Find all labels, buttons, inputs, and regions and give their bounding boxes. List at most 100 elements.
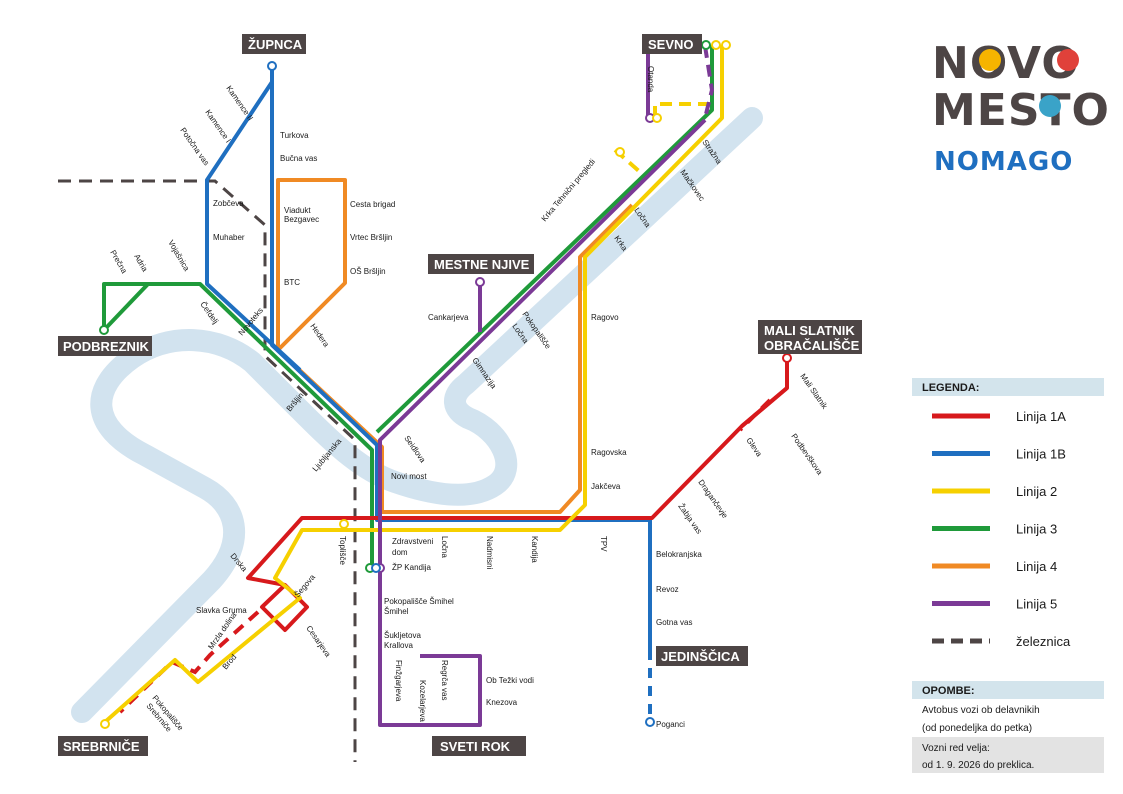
stop-os-bresljin: OŠ Bršljin xyxy=(350,267,386,276)
stop-ledava: Ločna xyxy=(440,536,449,558)
legend-title: LEGENDA: xyxy=(922,382,979,394)
stop-adria: Adria xyxy=(132,253,149,274)
stop-belokranjska: Belokranjska xyxy=(656,550,702,559)
terminal-zupnca: ŽUPNCA xyxy=(248,37,303,52)
notes-line-4: od 1. 9. 2026 do preklica. xyxy=(922,760,1034,771)
line-3-route xyxy=(102,45,714,570)
legend-header xyxy=(912,378,1104,396)
stop-btc: BTC xyxy=(284,278,300,287)
stop-muhaber: Muhaber xyxy=(213,233,245,242)
legend-item: Linija 5 xyxy=(932,597,1057,612)
terminal-mali-slatnik: MALI SLATNIK xyxy=(764,323,855,338)
terminal-sevno: SEVNO xyxy=(648,37,694,52)
legend-item: Linija 3 xyxy=(932,522,1057,537)
stop-krka-tehnicni: Krka Tehnični pregledi xyxy=(540,157,598,223)
stop-cesarjeva: Cesarjeva xyxy=(304,624,332,659)
stop-viadukt: Viadukt xyxy=(284,206,311,215)
logo-word-novo: NOVO xyxy=(932,38,1080,89)
stop-vojasnica: Vojašnica xyxy=(166,239,191,274)
stop-pokopalisce-smihel: Pokopališče Šmihel xyxy=(384,597,454,606)
legend-item: Linija 1A xyxy=(932,409,1066,424)
line-1a-dashed xyxy=(118,398,772,714)
stop-bucna-vas: Bučna vas xyxy=(280,154,317,163)
logo-horse-icon xyxy=(979,49,1001,71)
stop-knezova: Knezova xyxy=(486,698,518,707)
stop-brod: Brod xyxy=(221,653,239,672)
stop-podbevskova: Podbevškova xyxy=(789,432,824,477)
legend-item: Linija 1B xyxy=(932,447,1066,462)
terminal-sveti-rok: SVETI ROK xyxy=(440,739,511,754)
stop-slavka-gruma: Slavka Gruma xyxy=(196,606,247,615)
logo-heart-icon xyxy=(1057,49,1079,71)
stop-zdravstveni-dom: Zdravstveni xyxy=(392,537,434,546)
stop-gotna-vas: Gotna vas xyxy=(656,618,692,627)
novo-mesto-logo: NOVO MESTO NOMAGO xyxy=(932,38,1110,177)
line-2-route xyxy=(103,45,724,724)
notes-line-1: Avtobus vozi ob delavnikih xyxy=(922,705,1040,716)
legend-label: železnica xyxy=(1016,634,1071,649)
stop-precna: Prečna xyxy=(108,249,129,276)
line-5-dashed xyxy=(703,45,715,119)
stop-kandija: Kandija xyxy=(530,536,539,563)
stop-cankarjeva: Cankarjeva xyxy=(428,313,469,322)
stop-sukljetova: Šukljetova xyxy=(384,631,421,640)
stop-cegelj: Čefdelj xyxy=(198,300,220,326)
stop-ragovska: Ragovska xyxy=(591,448,627,457)
notes-line-3: Vozni red velja: xyxy=(922,743,990,754)
terminal-dots xyxy=(99,40,792,729)
logo-leaf-icon xyxy=(1039,95,1061,117)
legend-label: Linija 1B xyxy=(1016,447,1066,462)
stop-zdravstveni-dom-2: dom xyxy=(392,548,408,557)
stop-jakceva: Jakčeva xyxy=(591,482,621,491)
stop-kozelarjeva: Kozelarjeva xyxy=(418,680,427,722)
stop-sukljetova-2: Krallova xyxy=(384,641,413,650)
terminal-podbreznik: PODBREZNIK xyxy=(63,339,150,354)
stop-labels: Turkova Bučna vas Viadukt Bezgavec Cesta… xyxy=(196,131,702,729)
stop-revoz: Revoz xyxy=(656,585,679,594)
stop-potocna-vas: Potočna vas xyxy=(178,126,211,167)
logo-word-mesto: MESTO xyxy=(932,85,1110,136)
legend-label: Linija 1A xyxy=(1016,409,1066,424)
river-krka xyxy=(71,107,763,723)
stop-ragovo: Ragovo xyxy=(591,313,619,322)
stop-kamence-ii: Kamence II xyxy=(224,84,255,122)
terminal-mali-slatnik-2: OBRAČALIŠČE xyxy=(764,338,860,353)
line-4-route xyxy=(276,178,634,514)
stop-segova: Šegova xyxy=(293,572,318,599)
stop-pokopalisce-smihel-2: Šmihel xyxy=(384,607,409,616)
legend-items: Linija 1A Linija 1B Linija 2 Linija 3 Linija… xyxy=(932,409,1071,649)
terminal-srebrnice: SREBRNIČE xyxy=(63,739,140,754)
stop-toplisce: Toplišče xyxy=(338,536,347,565)
terminal-labels: ŽUPNCA SEVNO MESTNE NJIVE MALI SLATNIK O… xyxy=(58,34,862,756)
legend-item: Linija 2 xyxy=(932,484,1057,499)
stop-kamence-i: Kamence I xyxy=(203,108,232,144)
stop-vrtec-bresljin: Vrtec Bršljin xyxy=(350,233,392,242)
stop-zp-kandija: ŽP Kandija xyxy=(392,563,432,572)
legend-label: Linija 5 xyxy=(1016,597,1057,612)
stop-dragancevje: Dragančevje xyxy=(696,478,729,520)
stop-cesta-brigad: Cesta brigad xyxy=(350,200,395,209)
notes-line-2: (od ponedeljka do petka) xyxy=(922,723,1032,734)
stop-gleva: Gleva xyxy=(744,436,764,459)
terminal-mestne-njive: MESTNE NJIVE xyxy=(434,257,530,272)
stop-otanda: Otanda xyxy=(646,66,655,93)
stop-viadukt-2: Bezgavec xyxy=(284,215,319,224)
stop-zobceva: Zobčeva xyxy=(213,199,244,208)
terminal-jedinscica: JEDINŠČICA xyxy=(661,649,740,664)
stop-finzgarjeva: Finžgarjeva xyxy=(394,660,403,702)
stop-poganci: Poganci xyxy=(656,720,685,729)
notes: OPOMBE: Avtobus vozi ob delavnikih (od p… xyxy=(912,681,1104,773)
stop-tpv: TPV xyxy=(599,536,608,552)
legend-label: Linija 4 xyxy=(1016,559,1057,574)
notes-validity-box xyxy=(912,737,1104,773)
stop-novi-most: Novi most xyxy=(391,472,427,481)
notes-header xyxy=(912,681,1104,699)
notes-title: OPOMBE: xyxy=(922,685,975,697)
railway xyxy=(58,179,357,762)
legend-item: železnica xyxy=(932,634,1071,649)
stop-regrca-vas: Regrča vas xyxy=(440,660,449,700)
legend-label: Linija 2 xyxy=(1016,484,1057,499)
stop-ob-tezki-vodi: Ob Težki vodi xyxy=(486,676,534,685)
stop-seidlova: Seidlova xyxy=(402,434,427,465)
line-1b-route xyxy=(205,66,652,660)
